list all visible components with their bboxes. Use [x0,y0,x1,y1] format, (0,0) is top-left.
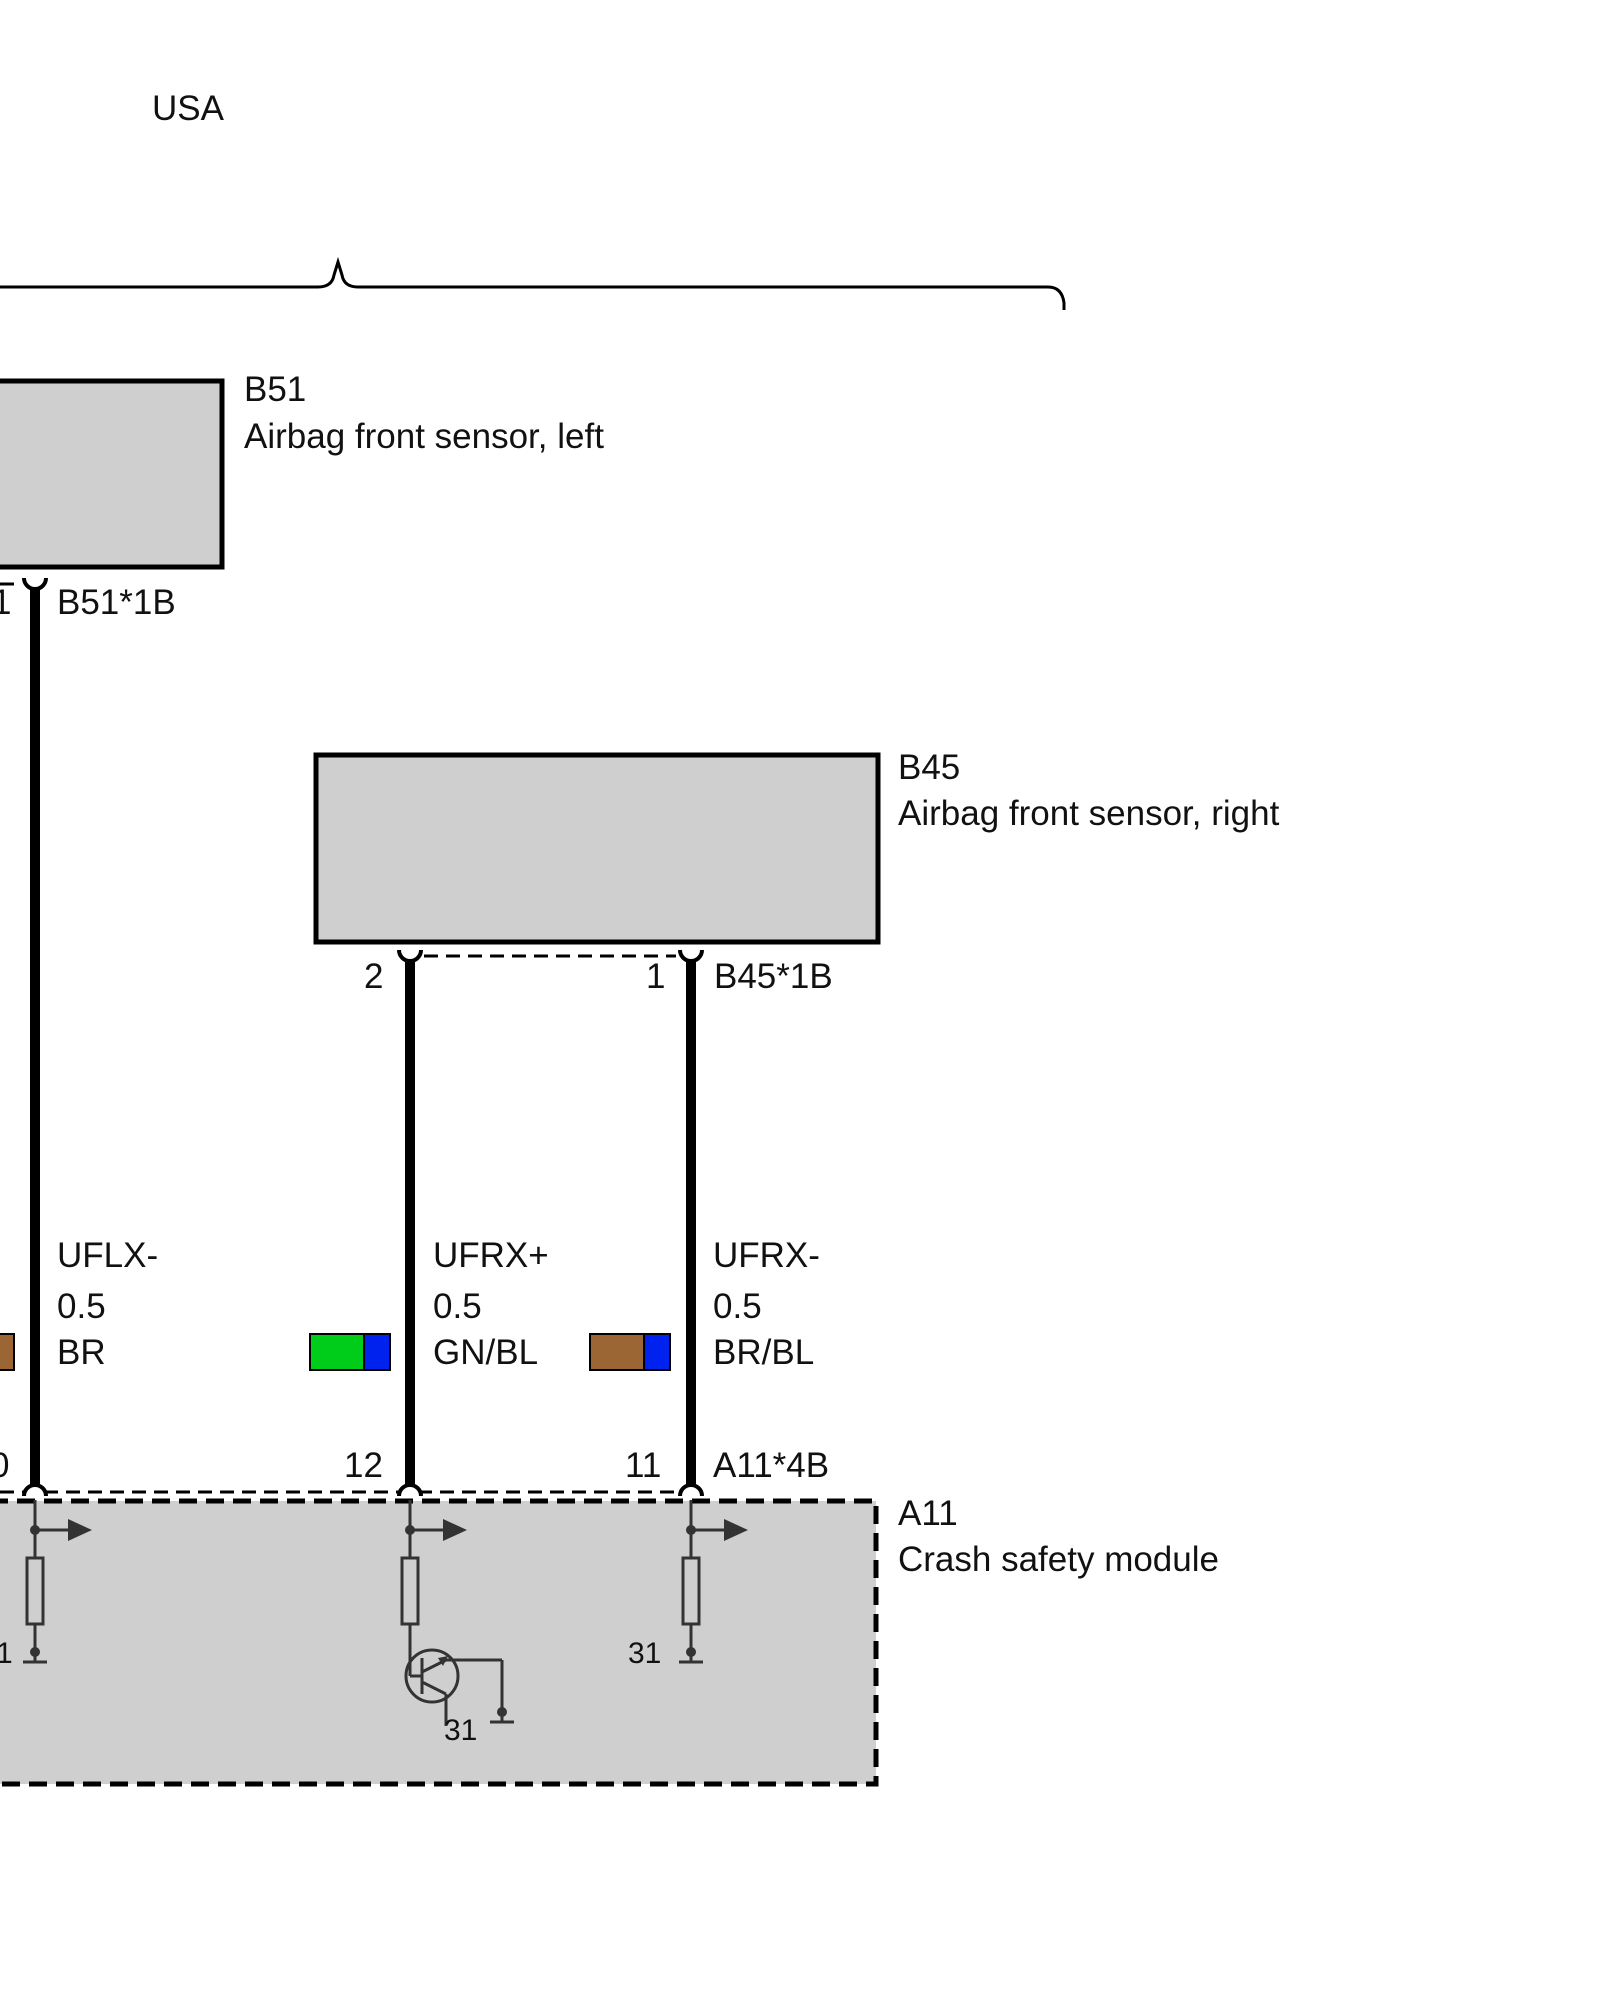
region-label: USA [152,89,225,128]
a11-transistor-ground [456,1658,514,1724]
a11-box [0,1498,879,1787]
wire-uflx-signal: UFLX- [57,1236,158,1275]
a11-pin-11: 11 [625,1446,661,1485]
wire-ufrx-minus-swatch-br [589,1333,645,1371]
b51-name: Airbag front sensor, left [244,417,604,456]
b51-id: B51 [244,370,306,409]
b51-pin-contact [22,577,48,591]
a11-connector-label: A11*4B [713,1446,829,1485]
wire-uflx-swatch-br [0,1333,15,1371]
wire-ufrx-plus-color: GN/BL [433,1333,538,1372]
b45-name: Airbag front sensor, right [898,794,1280,833]
a11-input-circuit-right [679,1500,748,1664]
wire-ufrx-plus-swatch-gn [309,1333,365,1371]
b45-box [313,752,881,945]
b45-pin-1-contact [678,949,704,963]
b45-pin-2: 2 [364,957,383,996]
transistor-icon [404,1648,460,1726]
a11-ground-left: 1 [0,1637,13,1670]
wire-ufrx-minus-swatch-bl [643,1333,671,1371]
a11-name: Crash safety module [898,1540,1219,1579]
wire-uflx-color: BR [57,1333,106,1372]
a11-pin-12-contact [397,1483,423,1497]
b51-box [0,378,225,570]
a11-ground-middle: 31 [444,1714,477,1747]
a11-id: A11 [898,1494,958,1533]
a11-pin-12: 12 [344,1446,383,1485]
wire-ufrx-minus-signal: UFRX- [713,1236,820,1275]
wire-ufrx-plus-signal: UFRX+ [433,1236,549,1275]
region-brace [0,256,1066,310]
b45-connector-label: B45*1B [714,957,833,996]
b51-connector-label: B51*1B [57,583,176,622]
wire-ufrx-minus-gauge: 0.5 [713,1287,762,1326]
a11-pin-10-contact [22,1483,48,1497]
b51-pin-partial: 1 [0,583,11,622]
b45-id: B45 [898,748,960,787]
wire-ufrx-plus-swatch-bl [363,1333,391,1371]
a11-ground-right: 31 [628,1637,661,1670]
a11-pin-10-partial: 0 [0,1446,9,1485]
a11-input-circuit-middle [400,1500,467,1652]
wire-ufrx-minus-color: BR/BL [713,1333,814,1372]
a11-pin-11-contact [678,1483,704,1497]
wire-ufrx-plus-gauge: 0.5 [433,1287,482,1326]
b45-pin-1: 1 [646,957,665,996]
b45-pin-2-contact [397,949,423,963]
a11-input-circuit-left [23,1500,92,1664]
wire-uflx-gauge: 0.5 [57,1287,106,1326]
